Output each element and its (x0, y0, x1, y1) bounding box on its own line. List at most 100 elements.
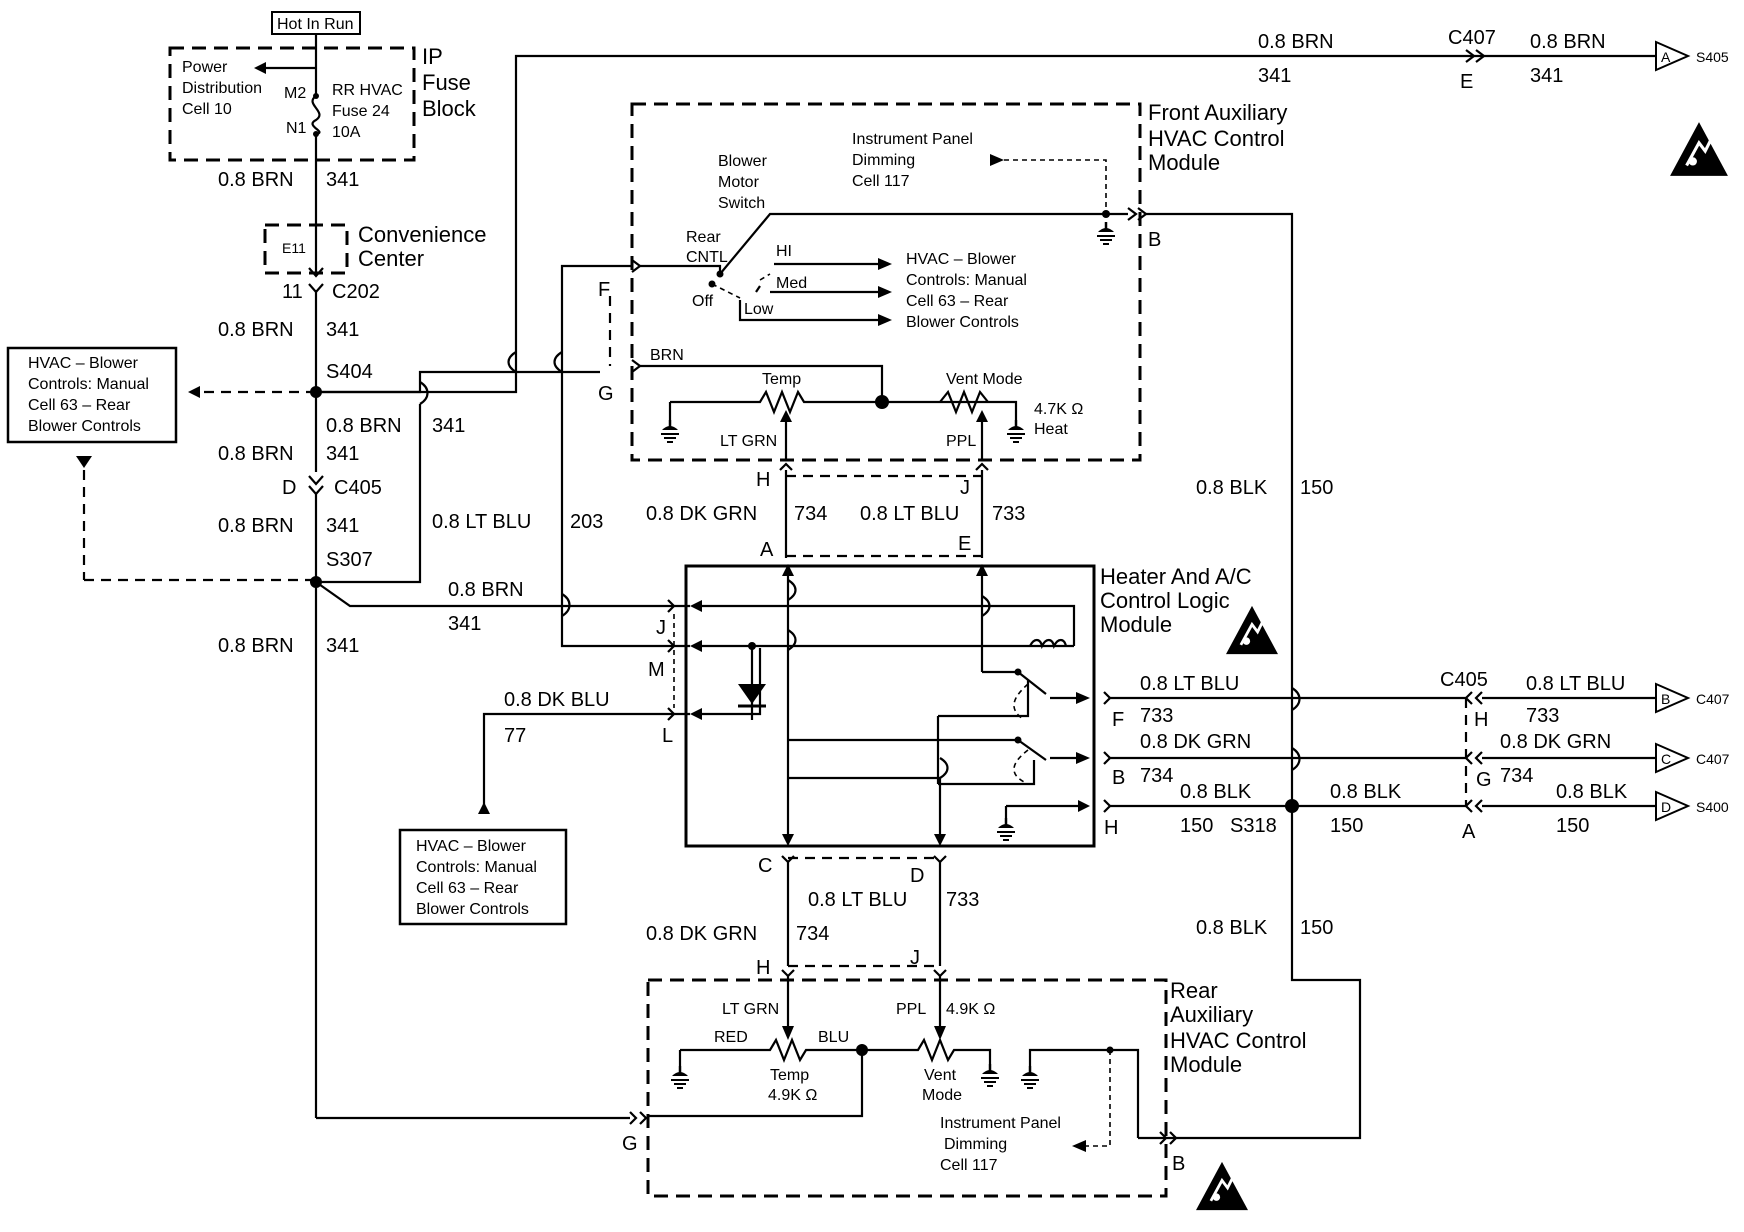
pin-c: C (758, 855, 772, 877)
svg-text:Cell 10: Cell 10 (182, 101, 232, 118)
temp-resistor-icon (670, 389, 1008, 415)
svg-text:Instrument Panel: Instrument Panel (940, 1115, 1061, 1132)
svg-text:734: 734 (796, 923, 829, 945)
connector-icon (1159, 1131, 1168, 1145)
svg-text:734: 734 (1140, 765, 1173, 787)
connector-icon (1103, 691, 1112, 705)
connector-icon (975, 462, 989, 471)
svg-text:0.8 BRN: 0.8 BRN (326, 415, 402, 437)
splice-dot (1285, 799, 1299, 813)
svg-text:HVAC – Blower: HVAC – Blower (28, 355, 139, 372)
rear-temp-label: Temp (770, 1067, 809, 1084)
rear-vent-mode-label: Vent Mode (922, 1067, 962, 1104)
arrow-right-icon (878, 258, 892, 270)
connector-icon (308, 485, 324, 496)
connector-icon (1103, 799, 1112, 813)
ground-icon (1005, 420, 1027, 444)
svg-text:A: A (1661, 49, 1671, 65)
pin-a: A (760, 539, 774, 561)
svg-text:IP: IP (422, 44, 443, 69)
svg-text:Block: Block (422, 96, 477, 121)
svg-text:Distribution: Distribution (182, 80, 262, 97)
svg-text:D: D (1661, 799, 1671, 815)
wire-crossover (507, 351, 517, 373)
svg-text:341: 341 (326, 319, 359, 341)
svg-text:0.8 BRN: 0.8 BRN (218, 635, 294, 657)
pin-e11: E11 (282, 240, 306, 256)
ground-icon (995, 818, 1017, 842)
connector-c202: C202 (332, 281, 380, 303)
svg-text:Vent: Vent (924, 1067, 957, 1084)
splice-s405: S405 (1696, 49, 1729, 65)
svg-text:Motor: Motor (718, 174, 760, 191)
svg-text:Convenience: Convenience (358, 222, 486, 247)
diode-icon (738, 684, 766, 704)
heater-ac-control-logic-module-box (684, 564, 1096, 848)
svg-text:B: B (1661, 691, 1670, 707)
svg-text:77: 77 (504, 725, 526, 747)
svg-text:0.8 LT BLU: 0.8 LT BLU (1140, 673, 1239, 695)
rear-dimming-label: Instrument Panel Dimming Cell 117 (940, 1115, 1061, 1174)
ohm-label: 4.9K Ω (946, 1001, 995, 1018)
pin-m: M (648, 659, 665, 681)
svg-text:Module: Module (1170, 1052, 1242, 1077)
ohm-label: 4.7K Ω (1034, 401, 1083, 418)
splice-s404: S404 (326, 361, 373, 383)
bottom-reference-box (398, 828, 568, 926)
svg-text:341: 341 (326, 443, 359, 465)
ground-icon (1095, 222, 1117, 246)
svg-text:HVAC Control: HVAC Control (1170, 1028, 1307, 1053)
svg-text:341: 341 (432, 415, 465, 437)
arrow-down-icon (76, 456, 92, 468)
splice-s400: S400 (1696, 799, 1729, 815)
brn-wire-s307-up (316, 404, 422, 584)
svg-text:Control Logic: Control Logic (1100, 588, 1230, 613)
arrow-left-icon (254, 62, 266, 74)
svg-text:Mode: Mode (922, 1087, 962, 1104)
connector-icon (1475, 49, 1486, 63)
left-reference-text: HVAC – Blower Controls: Manual Cell 63 –… (28, 355, 149, 435)
svg-text:0.8 BLK: 0.8 BLK (1180, 781, 1252, 803)
svg-text:0.8 BRN: 0.8 BRN (218, 515, 294, 537)
pin-j: J (910, 947, 920, 969)
front-dimming-label: Instrument Panel Dimming Cell 117 (852, 131, 973, 190)
svg-text:341: 341 (1258, 65, 1291, 87)
esd-warning-icon (1194, 1160, 1250, 1212)
svg-text:Rear: Rear (686, 229, 721, 246)
svg-text:Blower Controls: Blower Controls (906, 314, 1019, 331)
svg-text:Blower Controls: Blower Controls (28, 418, 141, 435)
arrow-right-icon (878, 286, 892, 298)
brn-wire-to-s405 (316, 54, 1660, 394)
svg-text:Heater And A/C: Heater And A/C (1100, 564, 1252, 589)
connector-icon (667, 599, 676, 613)
convenience-center-box (263, 223, 349, 275)
brn-label: BRN (650, 347, 684, 364)
svg-text:0.8 BRN: 0.8 BRN (218, 443, 294, 465)
svg-text:341: 341 (326, 635, 359, 657)
red-label: RED (714, 1029, 748, 1046)
svg-text:10A: 10A (332, 124, 361, 141)
rear-aux-hvac-module-box (646, 978, 1168, 1198)
pin-n1: N1 (286, 120, 307, 137)
offpage-arrow-icon (1655, 742, 1691, 774)
ip-fuse-block-title: IP Fuse Block (422, 44, 477, 121)
svg-text:150: 150 (1300, 477, 1333, 499)
pin-j: J (960, 477, 970, 499)
svg-text:0.8 BRN: 0.8 BRN (218, 319, 294, 341)
connector-c405: C405 (334, 477, 382, 499)
svg-text:0.8 BLK: 0.8 BLK (1196, 477, 1268, 499)
connector-icon (1465, 49, 1476, 63)
connector-icon (1464, 799, 1473, 813)
bottom-reference-text: HVAC – Blower Controls: Manual Cell 63 –… (416, 838, 537, 918)
offpage-arrow-icon (1655, 790, 1691, 822)
pin-b: B (1112, 767, 1125, 789)
connector-icon (933, 855, 947, 864)
lt-grn-label: LT GRN (722, 1001, 779, 1018)
arrow-left-icon (1072, 1140, 1086, 1152)
ground-icon (1019, 1066, 1041, 1090)
brn-wire-to-j (315, 581, 690, 608)
pin-m2: M2 (284, 85, 306, 102)
dk-blu-wire-77 (482, 712, 690, 810)
blower-switch-wire (719, 212, 1128, 275)
